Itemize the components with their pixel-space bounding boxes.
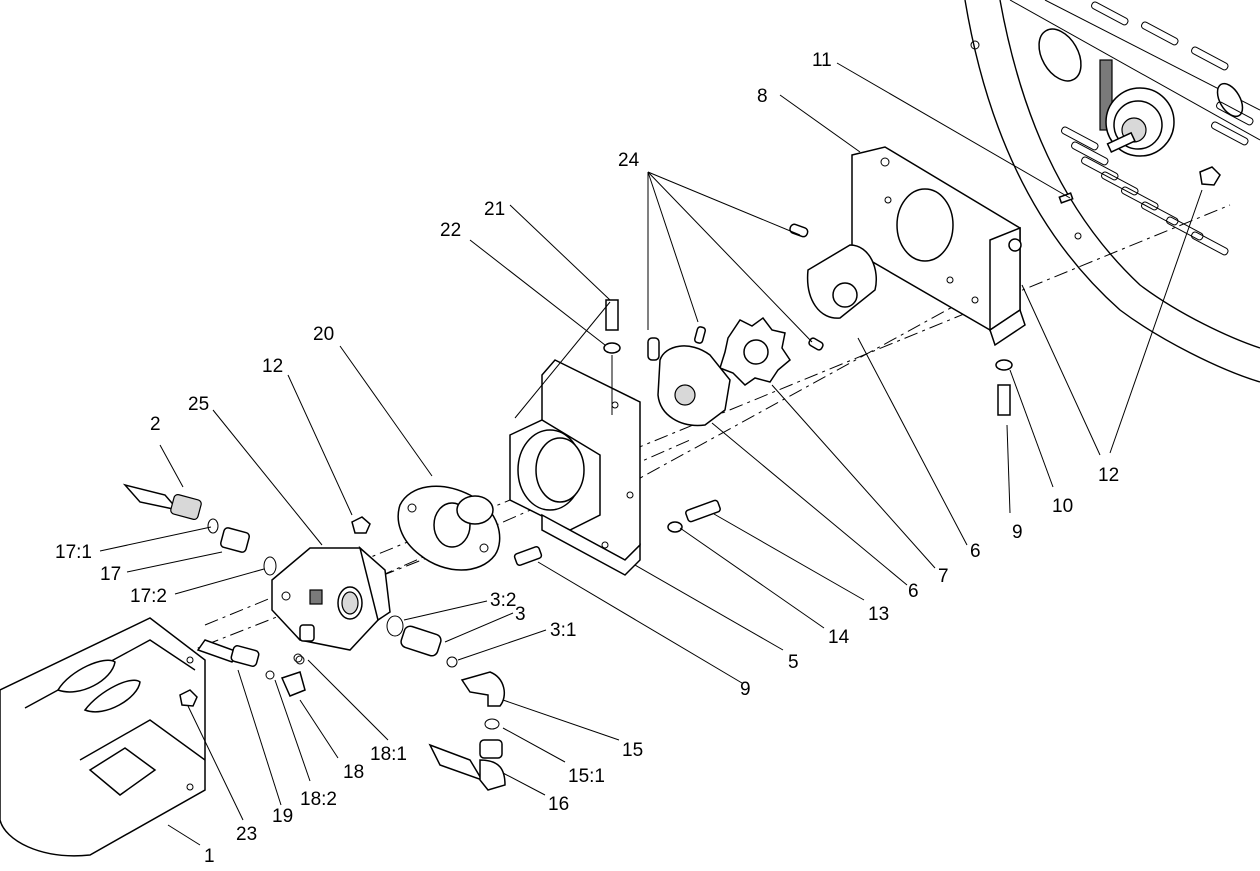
washer-22 — [603, 342, 621, 354]
callout-18-1: 18:1 — [370, 744, 407, 765]
pump-shield — [0, 617, 206, 857]
housing-nut — [1199, 166, 1221, 186]
pump-adapter-bracket — [509, 359, 641, 576]
callout-8: 8 — [757, 86, 768, 107]
callout-17-2: 17:2 — [130, 586, 167, 607]
leader-lines — [99, 62, 1203, 846]
bolt-9-left — [513, 546, 543, 566]
suction-hose — [122, 483, 202, 520]
gasket — [397, 485, 501, 571]
callout-2: 2 — [150, 414, 161, 435]
callout-22: 22 — [440, 220, 461, 241]
callout-11: 11 — [812, 50, 832, 71]
callout-19: 19 — [272, 806, 293, 827]
callout-12-right: 12 — [1098, 465, 1119, 486]
callout-7: 7 — [938, 566, 949, 587]
callout-17: 17 — [100, 564, 121, 585]
elbow-fitting-18 — [265, 653, 306, 697]
pump-mounting-plate — [851, 146, 1026, 347]
callout-1: 1 — [204, 846, 215, 867]
bolt-9-right — [997, 384, 1011, 416]
fasteners — [179, 299, 1013, 707]
pressure-hose-16 — [428, 739, 506, 791]
callout-24: 24 — [618, 150, 640, 171]
coupling-hub-right — [789, 223, 877, 319]
nut-12 — [351, 516, 371, 534]
callout-5: 5 — [788, 652, 799, 673]
callout-6-upper: 6 — [970, 541, 981, 562]
callout-20: 20 — [313, 324, 334, 345]
callout-12-left: 12 — [262, 356, 283, 377]
hose-fitting-17 — [207, 518, 277, 576]
callout-15-1: 15:1 — [568, 766, 605, 787]
elbow-fitting-15 — [460, 671, 506, 730]
engine-drive-shaft — [1099, 59, 1175, 157]
pressure-fitting-3 — [386, 615, 458, 668]
housing-slots — [1061, 1, 1254, 256]
callout-3-1: 3:1 — [550, 620, 576, 641]
callout-6-lower: 6 — [908, 581, 919, 602]
callout-18-2: 18:2 — [300, 789, 337, 810]
callout-13: 13 — [868, 604, 889, 625]
callout-3: 3 — [515, 604, 526, 625]
callout-21: 21 — [484, 199, 505, 220]
callout-10: 10 — [1052, 496, 1073, 517]
hydraulic-pump — [271, 545, 391, 651]
washer-10 — [995, 359, 1013, 371]
bolt-21 — [605, 299, 619, 331]
engine-housing — [964, 0, 1260, 383]
coupling-hub-left — [647, 326, 824, 427]
key — [1058, 192, 1074, 204]
callout-3-2: 3:2 — [490, 590, 516, 611]
hose-fitting-19 — [196, 639, 260, 667]
coupling-spider — [719, 316, 791, 386]
callout-9-left: 9 — [740, 679, 751, 700]
callout-9-right: 9 — [1012, 522, 1023, 543]
bolt-13 — [685, 499, 721, 523]
callout-16: 16 — [548, 794, 569, 815]
washer-14 — [667, 521, 683, 533]
callout-labels: 2 25 12 20 22 21 24 8 11 17:1 17 17:2 3:… — [55, 50, 1119, 867]
nut-23 — [179, 689, 198, 707]
callout-15: 15 — [622, 740, 643, 761]
callout-25: 25 — [188, 394, 209, 415]
callout-18: 18 — [343, 762, 364, 783]
callout-14: 14 — [828, 627, 850, 648]
callout-23: 23 — [236, 824, 257, 845]
callout-17-1: 17:1 — [55, 542, 92, 563]
